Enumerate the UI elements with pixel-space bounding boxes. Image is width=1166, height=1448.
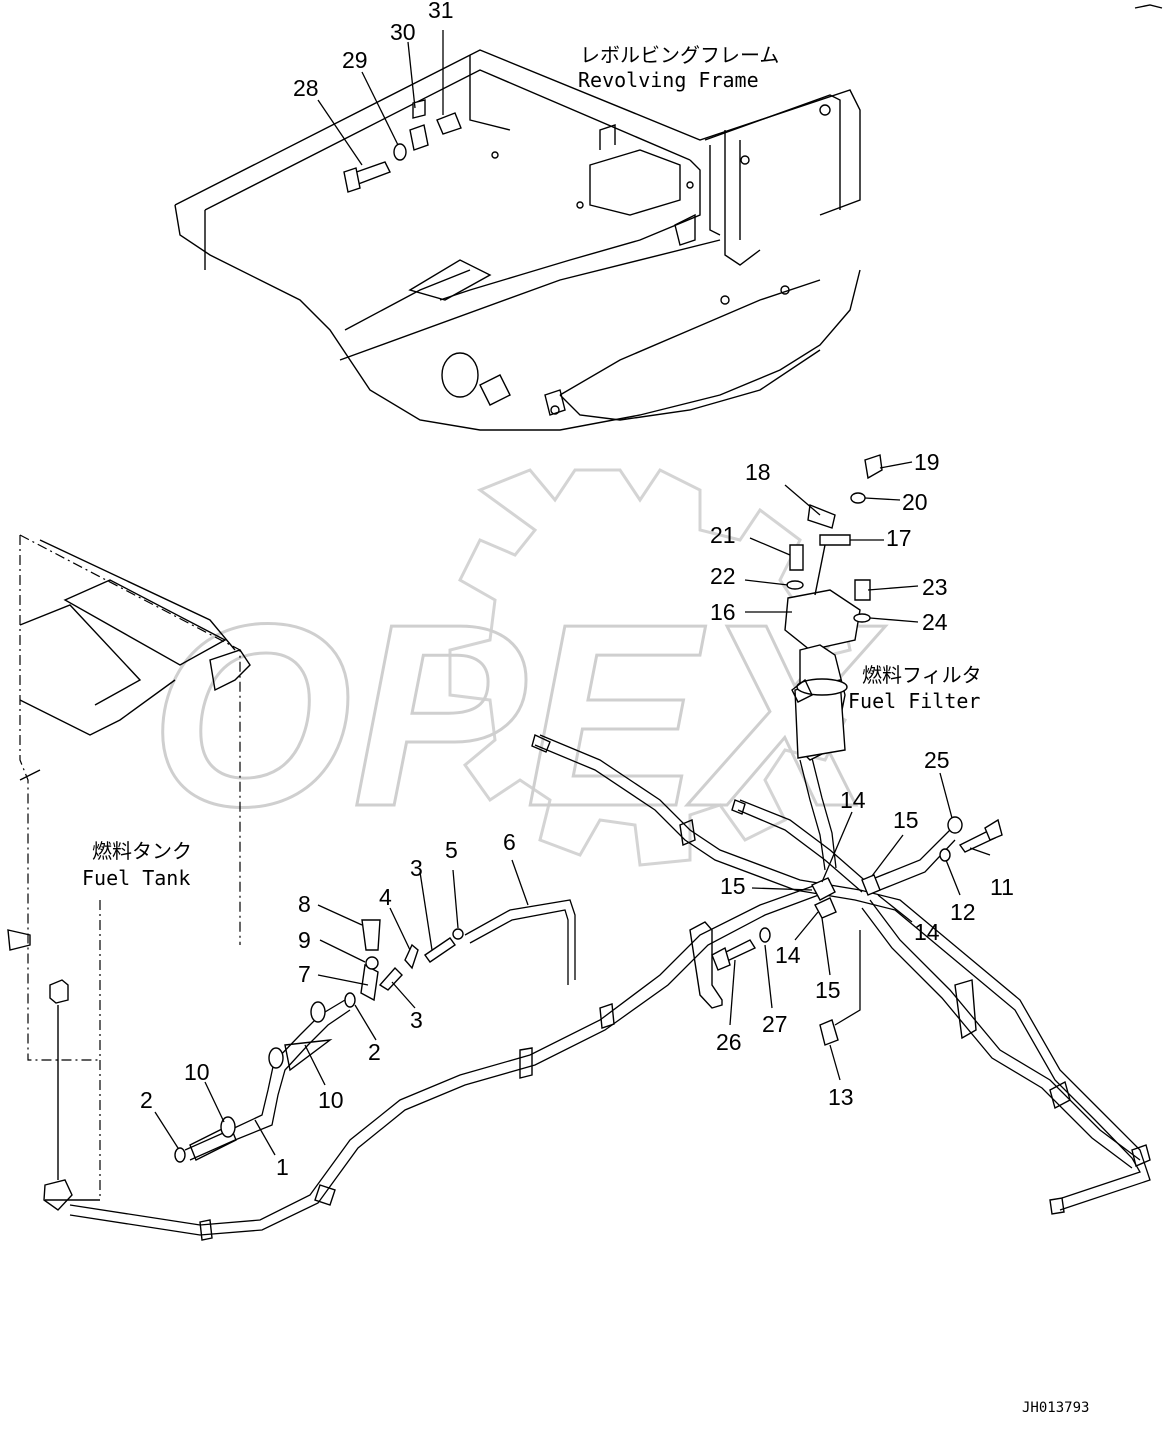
callout-15a: 15: [893, 807, 919, 833]
label-fuel-tank-jp: 燃料タンク: [92, 839, 192, 863]
callout-3a: 3: [410, 855, 423, 881]
callout-25: 25: [924, 747, 950, 773]
corner-mark: [1134, 4, 1163, 9]
callout-18: 18: [745, 459, 771, 485]
washer-29: [393, 143, 407, 161]
label-revolving-frame-en: Revolving Frame: [578, 68, 759, 92]
callout-9: 9: [298, 927, 311, 953]
callout-28: 28: [293, 75, 319, 101]
label-revolving-frame-jp: レボルビングフレーム: [580, 43, 779, 67]
callout-10a: 10: [184, 1059, 210, 1085]
callout-22: 22: [710, 563, 736, 589]
callout-20: 20: [902, 489, 928, 515]
callout-31: 31: [428, 0, 454, 23]
callout-3b: 3: [410, 1007, 423, 1033]
fuel-pipe-assembly: [174, 899, 576, 1163]
label-fuel-tank-en: Fuel Tank: [82, 866, 190, 890]
revolving-frame: [174, 49, 861, 431]
label-fuel-filter-en: Fuel Filter: [848, 689, 980, 713]
fuel-tank: [7, 534, 251, 1211]
callout-23: 23: [922, 574, 948, 600]
callout-1: 1: [276, 1154, 289, 1180]
callout-13: 13: [828, 1084, 854, 1110]
spacer-31: [436, 112, 462, 135]
leader-lines: [154, 30, 991, 1156]
label-fuel-filter-jp: 燃料フィルタ: [862, 663, 982, 687]
callout-27: 27: [762, 1011, 788, 1037]
callout-14c: 14: [775, 942, 801, 968]
watermark-gear: [448, 468, 852, 867]
fuel-hoses: [69, 734, 1151, 1241]
drawing-code: JH013793: [1022, 1400, 1089, 1416]
callout-17: 17: [886, 525, 912, 551]
callout-30: 30: [390, 19, 416, 45]
callout-10b: 10: [318, 1087, 344, 1113]
callout-24: 24: [922, 609, 948, 635]
callout-15b: 15: [720, 873, 746, 899]
callout-4: 4: [379, 884, 392, 910]
nut-30: [412, 99, 426, 119]
watermark-text: OPEX: [150, 571, 886, 861]
callout-29: 29: [342, 47, 368, 73]
callout-7: 7: [298, 961, 311, 987]
bolt-28: [343, 161, 391, 193]
callout-numbers: 31 30 29 28 18 19 20 21 17 22 23 16 24 2…: [140, 0, 1014, 1180]
callout-16: 16: [710, 599, 736, 625]
callout-26: 26: [716, 1029, 742, 1055]
callout-21: 21: [710, 522, 736, 548]
callout-19: 19: [914, 449, 940, 475]
connector-parts: [711, 816, 1003, 1046]
callout-11: 11: [990, 874, 1014, 900]
callout-2a: 2: [368, 1039, 381, 1065]
callout-5: 5: [445, 837, 458, 863]
callout-15c: 15: [815, 977, 841, 1003]
callout-6: 6: [503, 829, 516, 855]
callout-12: 12: [950, 899, 976, 925]
callout-14b: 14: [914, 919, 940, 945]
fuel-filter-assembly: [784, 454, 883, 761]
callout-8: 8: [298, 891, 311, 917]
callout-2b: 2: [140, 1087, 153, 1113]
callout-14a: 14: [840, 787, 866, 813]
washer-30: [409, 124, 429, 151]
